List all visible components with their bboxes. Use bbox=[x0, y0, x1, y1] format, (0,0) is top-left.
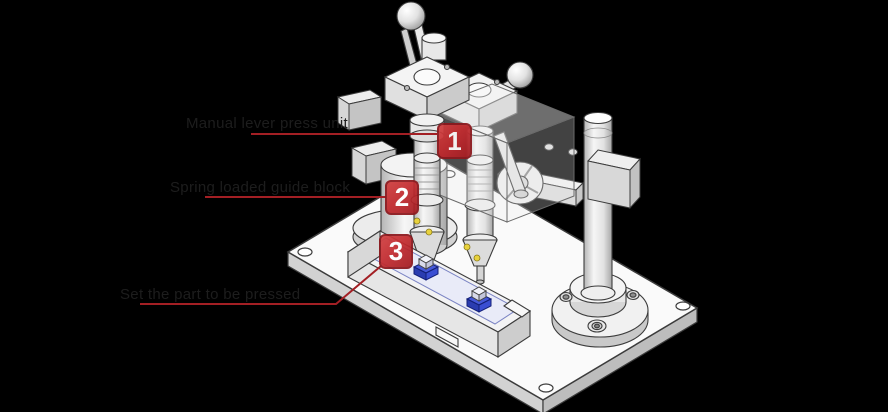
spring-plungers bbox=[413, 217, 481, 262]
callout-label-1: Manual lever press unit bbox=[186, 115, 348, 132]
callout-number-1: 1 bbox=[447, 125, 462, 156]
callout-label-2: Spring loaded guide block bbox=[170, 179, 351, 196]
callout-badge-3: 3 bbox=[379, 234, 413, 269]
callout-badge-1: 1 bbox=[437, 123, 472, 159]
callout-number-2: 2 bbox=[394, 182, 410, 212]
callout-label-3: Set the part to be pressed bbox=[120, 286, 301, 303]
leader-lines bbox=[140, 133, 437, 305]
support-post-flange bbox=[551, 111, 649, 348]
callout-number-3: 3 bbox=[388, 236, 404, 266]
callout-badge-2: 2 bbox=[385, 180, 419, 215]
blue-component-1 bbox=[412, 254, 440, 281]
blue-component-2 bbox=[465, 286, 493, 313]
